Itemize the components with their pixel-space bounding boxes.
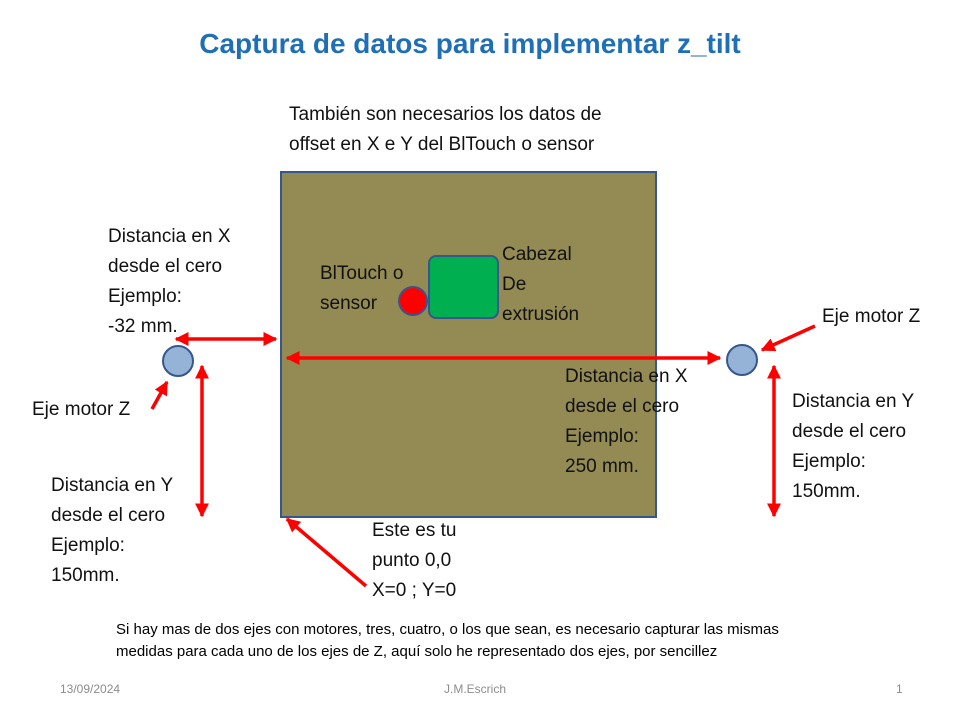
left-motor-pointer-arrow [150, 380, 169, 410]
footer-page: 1 [896, 682, 903, 696]
head-label: Cabezal De extrusión [502, 244, 580, 325]
extruder-head [428, 255, 499, 319]
left-motor-label: Eje motor Z [32, 399, 131, 420]
center-x-distance-label: Distancia en X desde el cero Ejemplo: 25… [565, 366, 688, 477]
footer-author: J.M.Escrich [444, 682, 507, 696]
right-z-motor [726, 344, 758, 376]
left-z-motor [162, 345, 194, 377]
right-motor-label: Eje motor Z [822, 306, 921, 327]
bottom-note: Si hay mas de dos ejes con motores, tres… [116, 621, 779, 660]
left-x-distance-label: Distancia en X desde el cero Ejemplo: -3… [108, 226, 231, 337]
print-bed [280, 171, 657, 518]
right-y-distance-label: Distancia en Y desde el cero Ejemplo: 15… [792, 391, 915, 502]
probe-label: BlTouch o sensor [320, 263, 404, 314]
page-title: Captura de datos para implementar z_tilt [199, 28, 741, 59]
right-motor-pointer-arrow [760, 324, 816, 352]
origin-label: Este es tu punto 0,0 X=0 ; Y=0 [372, 520, 457, 601]
bltouch-probe [398, 286, 428, 316]
left-y-distance-label: Distancia en Y desde el cero Ejemplo: 15… [51, 475, 174, 586]
offset-note: También son necesarios los datos de offs… [289, 104, 602, 155]
footer-date: 13/09/2024 [60, 682, 121, 696]
origin-pointer-arrow [285, 517, 368, 588]
